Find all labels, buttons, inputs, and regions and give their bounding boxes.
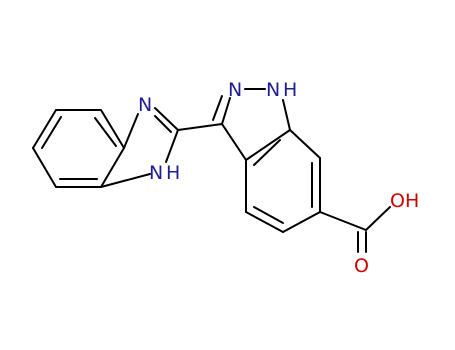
atom-label-h: H	[166, 162, 180, 184]
bond	[319, 211, 367, 231]
double-bond-inner	[41, 116, 62, 149]
bond	[245, 211, 284, 233]
bond	[165, 129, 179, 163]
bond	[32, 109, 57, 149]
bond	[245, 129, 291, 161]
bond	[100, 173, 151, 188]
bond	[123, 113, 139, 149]
double-bond-inner	[253, 139, 281, 166]
atom-label-n: N	[266, 79, 280, 101]
bond	[289, 129, 321, 159]
atom-label-o: O	[390, 190, 405, 212]
benzimidazole-benzene-ring	[32, 109, 125, 188]
carboxylic-acid-group	[319, 206, 391, 253]
double-bond-inner	[253, 206, 284, 224]
bond	[282, 99, 291, 131]
bond	[100, 109, 125, 149]
bond	[365, 206, 391, 231]
atom-label-n: N	[228, 79, 242, 101]
double-bond-inner	[154, 115, 172, 133]
inter-ring-bond	[177, 123, 223, 131]
atom-label-h: H	[283, 79, 297, 101]
bond	[100, 147, 125, 188]
indazole-benzene-ring	[245, 129, 321, 233]
bond	[221, 123, 247, 161]
indazole-pyrazole-ring	[212, 88, 291, 161]
benzimidazole-imidazole-ring	[100, 107, 179, 188]
atom-label-n: N	[138, 94, 152, 116]
atom-label-h: H	[405, 190, 419, 212]
double-bond-inner	[94, 117, 117, 147]
atom-label-o: O	[354, 255, 369, 277]
atom-label-n: N	[149, 162, 163, 184]
double-bond-inner	[212, 95, 223, 121]
bond	[282, 211, 321, 233]
bond	[221, 97, 231, 125]
bond	[32, 147, 57, 188]
bond	[154, 107, 179, 131]
